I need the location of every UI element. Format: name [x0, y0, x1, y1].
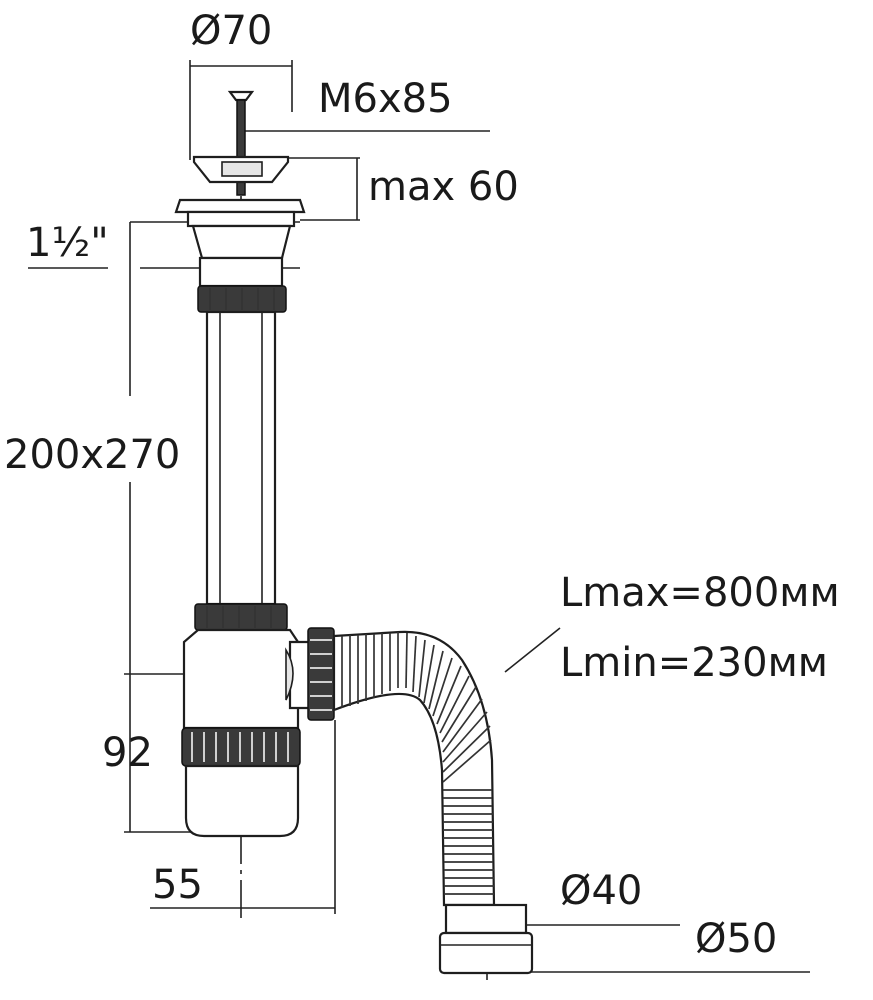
- label-hose-length-max: Lmax=800мм: [560, 570, 840, 616]
- lower-nut: [194, 603, 288, 631]
- label-screw: M6x85: [318, 76, 453, 122]
- outlet-nut: [307, 627, 335, 721]
- corrugated-hose: [332, 630, 534, 975]
- label-pipe-length: 200x270: [4, 432, 180, 478]
- label-outlet-inner: Ø40: [560, 868, 642, 914]
- bottle-trap: [181, 628, 314, 838]
- strainer-screw: [192, 90, 290, 196]
- label-thread: 1½": [26, 220, 109, 266]
- label-hose-length-min: Lmin=230мм: [560, 640, 828, 686]
- vertical-pipe: [205, 310, 277, 606]
- sink-flange: [174, 198, 306, 288]
- label-trap-offset: 55: [152, 862, 203, 908]
- label-trap-height: 92: [102, 730, 153, 776]
- dimension-labels: Ø70 M6x85 max 60 1½" 200x270 Lmax=800мм …: [4, 8, 840, 962]
- label-diameter-top: Ø70: [190, 8, 272, 54]
- label-max-thickness: max 60: [368, 164, 519, 210]
- upper-nut: [197, 285, 287, 313]
- label-outlet-outer: Ø50: [695, 916, 777, 962]
